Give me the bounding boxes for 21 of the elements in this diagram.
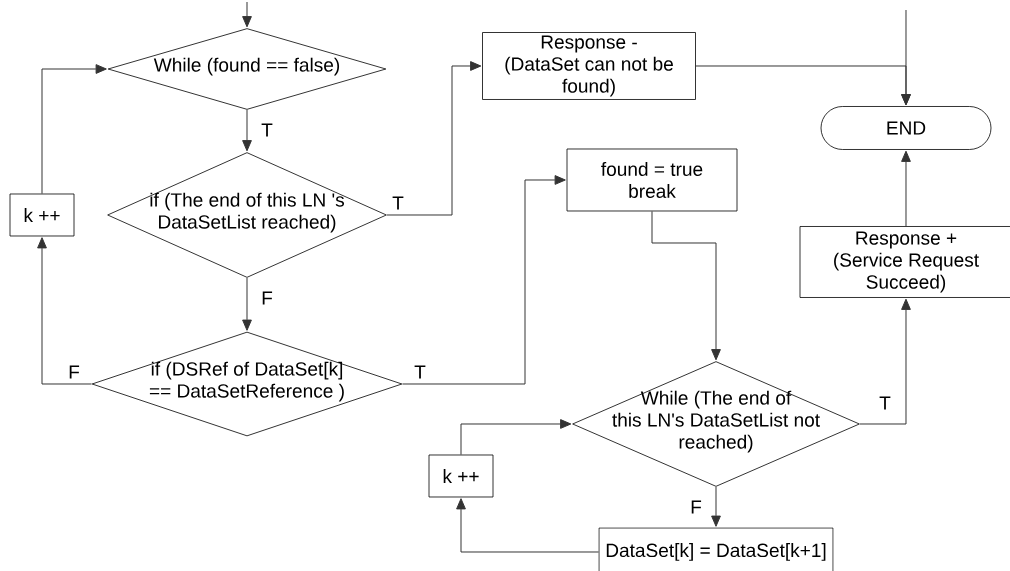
arrow [859, 298, 911, 425]
arrow [460, 419, 572, 456]
arrow [651, 210, 721, 361]
arrow [401, 175, 566, 385]
terminator: END [820, 106, 992, 150]
arrow [901, 9, 911, 106]
arrow [242, 109, 252, 152]
arrow [901, 150, 911, 227]
arrow [456, 498, 600, 553]
process-box: found = true break [566, 148, 738, 212]
arrow [37, 237, 93, 385]
process-box: k ++ [428, 454, 494, 498]
process-box: DataSet[k] = DataSet[k+1] [598, 527, 834, 571]
arrow [41, 64, 107, 195]
arrow [386, 61, 482, 216]
process-box: Response - (DataSet can not be found) [482, 32, 696, 100]
arrow [242, 277, 252, 331]
process-box: k ++ [9, 193, 75, 237]
arrow [242, 1, 252, 28]
process-box: Response + (Service Request Succeed) [799, 226, 1010, 298]
arrow [711, 486, 721, 527]
